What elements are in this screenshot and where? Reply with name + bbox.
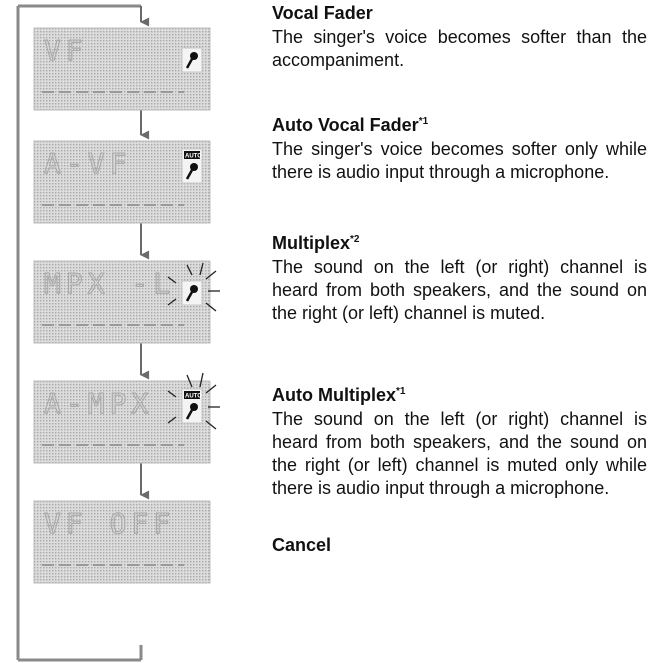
mode-title: Auto Multiplex*1 [272, 384, 647, 406]
lcd-readout: VF [44, 34, 88, 67]
auto-microphone-icon: AUTO [181, 148, 203, 184]
mode-title-text: Multiplex [272, 233, 351, 253]
auto-badge: AUTO [185, 154, 202, 160]
mode-title: Cancel [272, 534, 647, 556]
lcd-display-ampx: A-MPX AUTO [33, 372, 220, 464]
mode-title-text: Auto Vocal Fader [272, 115, 419, 135]
mode-description-text: The singer's voice becomes softer only w… [272, 139, 647, 182]
return-loop-path [16, 4, 143, 662]
footnote-marker: *1 [396, 386, 406, 397]
lcd-background [33, 380, 211, 464]
auto-badge: AUTO [185, 394, 202, 400]
blink-rays-icon [167, 262, 220, 312]
mode-title: Vocal Fader [272, 2, 647, 24]
mode-description-text: The sound on the left (or right) channel… [272, 409, 647, 498]
mode-title-text: Cancel [272, 535, 332, 555]
lcd-background [33, 140, 211, 224]
microphone-icon [181, 280, 203, 306]
mode-title-text: Auto Multiplex [272, 385, 396, 405]
lcd-background [33, 500, 211, 584]
footnote-marker: *1 [418, 116, 429, 127]
mode-description-text: The sound on the left (or right) channel… [272, 257, 647, 323]
mode-description-vf: Vocal Fader The singer's voice becomes s… [272, 2, 647, 72]
mode-title: Auto Vocal Fader*1 [272, 114, 647, 136]
lcd-display-vf: VF [33, 27, 211, 111]
mode-description-cancel: Cancel [272, 534, 647, 558]
lcd-readout: VF OFF [44, 507, 175, 540]
lcd-display-avf: A-VF AUTO [33, 140, 211, 224]
lcd-display-cancel: VF OFF [33, 500, 211, 584]
mode-description-ampx: Auto Multiplex*1 The sound on the left (… [272, 384, 647, 500]
mode-title: Multiplex*2 [272, 232, 647, 254]
mode-description-avf: Auto Vocal Fader*1 The singer's voice be… [272, 114, 647, 184]
lcd-background [33, 27, 211, 111]
footnote-marker: *2 [350, 234, 360, 245]
auto-microphone-icon: AUTO [181, 388, 203, 424]
lcd-background [33, 260, 211, 344]
lcd-readout: A-VF [44, 147, 131, 180]
blink-rays-icon [167, 372, 220, 430]
lcd-readout: A-MPX [44, 387, 153, 420]
mode-description-mpx: Multiplex*2 The sound on the left (or ri… [272, 232, 647, 325]
lcd-display-mpx: MPX -L [33, 260, 220, 344]
lcd-readout: MPX -L [44, 267, 175, 300]
microphone-icon [181, 47, 203, 73]
mode-title-text: Vocal Fader [272, 3, 373, 23]
mode-description-text: The singer's voice becomes softer than t… [272, 27, 647, 70]
